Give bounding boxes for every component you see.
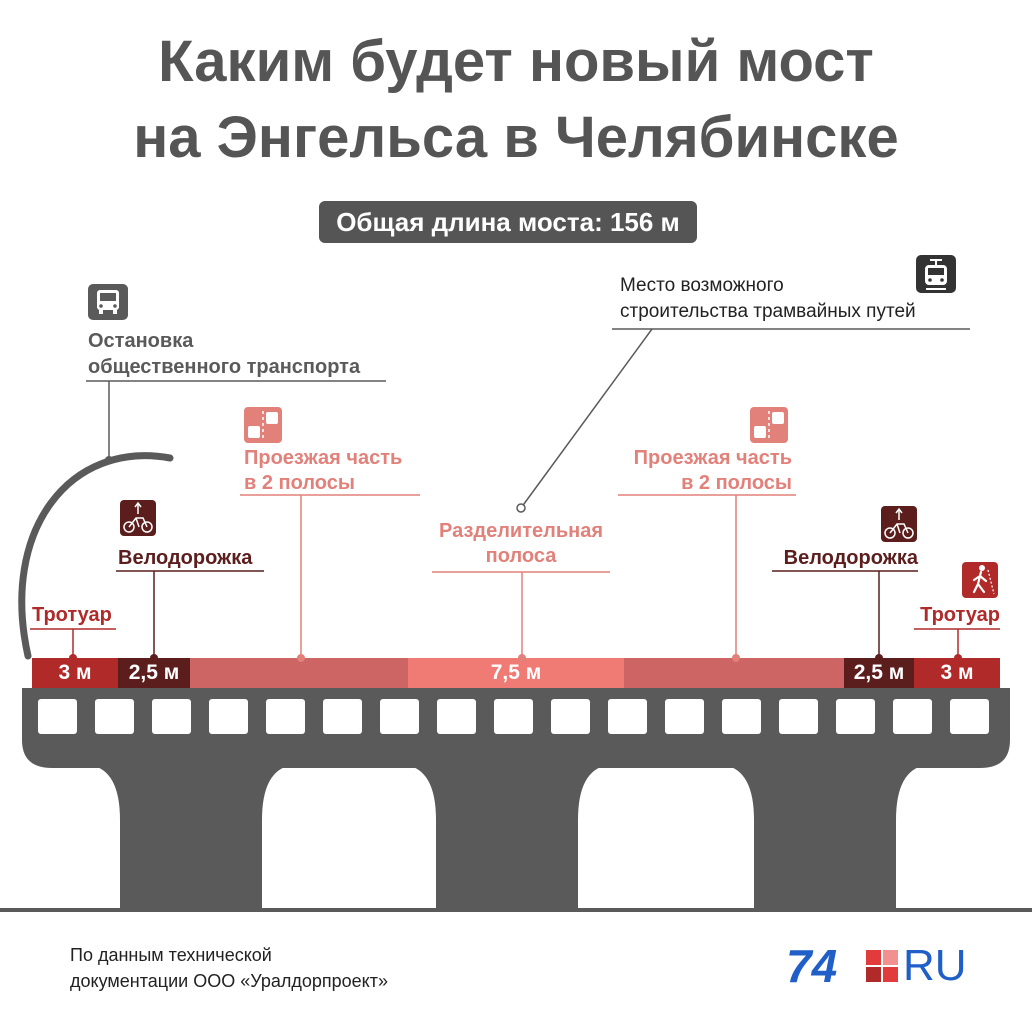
page-title-line-2: на Энгельса в Челябинске	[133, 105, 899, 170]
total-length-badge: Общая длина моста: 156 м	[319, 201, 697, 243]
car-icon	[750, 407, 788, 443]
sidewalk-left-label: Тротуар	[32, 604, 112, 626]
lane-sidewalk-right	[914, 658, 1000, 688]
lane-width-median: 7,5 м	[490, 661, 542, 684]
tram-icon	[916, 255, 956, 293]
roadway-left-label-line-1: Проезжая часть	[244, 447, 403, 469]
median-label-line-2: полоса	[485, 545, 557, 567]
sidewalk-right-label: Тротуар	[920, 604, 1000, 626]
bus-stop-arc	[18, 452, 174, 660]
roadway-right-label-line-1: Проезжая часть	[633, 447, 792, 469]
bike-right-label: Велодорожка	[783, 547, 918, 569]
bicycle-icon	[120, 500, 156, 536]
roadway-right-label-line-2: в 2 полосы	[681, 472, 792, 494]
bus-icon	[88, 284, 128, 320]
lane-width-sidewalk-right: 3 м	[940, 661, 974, 684]
median-label-line-1: Разделительная	[439, 520, 603, 542]
tram-label-line-1: Место возможного	[620, 275, 784, 296]
lane-bike-left	[118, 658, 190, 688]
logo-number: 74	[786, 940, 838, 992]
lane-roadway-right	[624, 658, 844, 688]
logo-suffix: RU	[903, 941, 967, 990]
logo-mark	[866, 950, 898, 982]
source-note-line-1: По данным технической	[70, 945, 272, 965]
pedestrian-icon	[962, 562, 998, 598]
lane-width-sidewalk-left: 3 м	[58, 661, 92, 684]
lane-width-bike-right: 2,5 м	[853, 661, 905, 684]
deck-openings	[38, 699, 989, 734]
bus-stop-label-line-1: Остановка	[88, 330, 194, 352]
lane-bike-right	[844, 658, 914, 688]
lane-width-bike-left: 2,5 м	[128, 661, 180, 684]
ground-line	[0, 908, 1032, 912]
bike-left-label: Велодорожка	[118, 547, 253, 569]
source-note-line-2: документации ООО «Уралдорпроект»	[70, 971, 388, 991]
lane-roadway-left	[190, 658, 408, 688]
bicycle-icon	[881, 506, 917, 542]
lane-sidewalk-left	[32, 658, 118, 688]
lane-median	[408, 658, 624, 688]
page-title-line-1: Каким будет новый мост	[158, 29, 874, 94]
bus-stop-label-line-2: общественного транспорта	[88, 356, 361, 378]
car-icon	[244, 407, 282, 443]
roadway-left-label-line-2: в 2 полосы	[244, 472, 355, 494]
tram-label-line-2: строительства трамвайных путей	[620, 301, 916, 322]
